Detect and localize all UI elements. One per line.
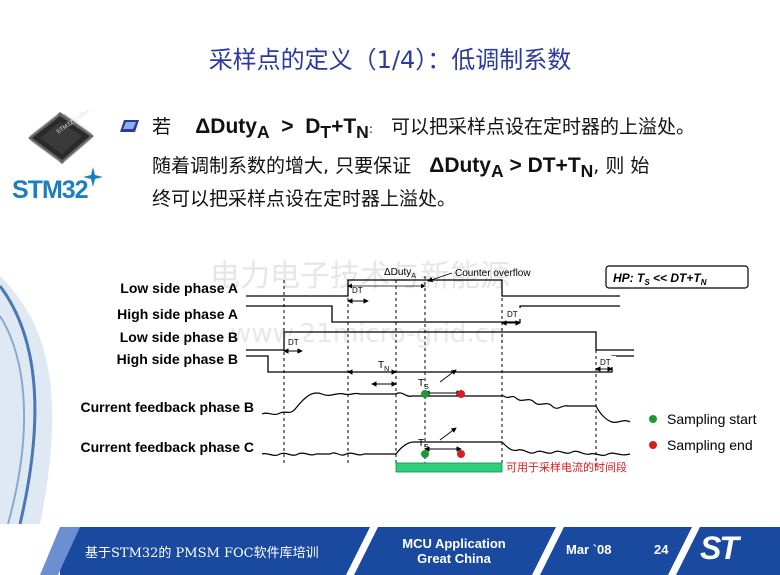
sampling-window-bar — [395, 462, 503, 473]
dt-markers: DT DT DT DT — [286, 284, 616, 367]
footer-bar — [0, 524, 780, 575]
stm32-logo-text: STM32 — [12, 176, 89, 204]
footer-date: Mar `08 — [566, 542, 612, 557]
legend-start-label: Sampling start — [667, 411, 757, 427]
sampling-start-point — [421, 450, 429, 458]
tn-label: TN — [378, 360, 389, 373]
svg-text:DT: DT — [507, 310, 518, 319]
footer-page-number: 24 — [654, 542, 669, 557]
ts-label: TS — [418, 378, 429, 391]
bullet-icon — [120, 120, 139, 132]
signal-label: Low side phase B — [120, 329, 238, 345]
legend-end-label: Sampling end — [667, 437, 753, 453]
waveform-high-b — [246, 355, 634, 373]
delta-duty-label: ΔDutyA — [384, 267, 416, 280]
signal-label: High side phase A — [117, 306, 238, 322]
decorative-swoosh — [0, 276, 53, 524]
sampling-end-point — [457, 390, 465, 398]
stm32-logo: STM32 — [12, 176, 89, 205]
svg-text:DT: DT — [288, 338, 299, 347]
hp-box — [605, 265, 749, 289]
sampling-start-point — [421, 390, 429, 398]
st-logo: ST — [700, 530, 739, 566]
signal-label: Current feedback phase B — [81, 399, 255, 415]
svg-text:DT: DT — [352, 286, 363, 295]
star-icon — [83, 167, 103, 187]
counter-overflow-label: Counter overflow — [455, 268, 531, 279]
guide-lines — [283, 276, 597, 466]
footer-course: 基于STM32的 PMSM FOC软件库培训 — [85, 546, 319, 561]
waveform-low-b — [246, 331, 634, 351]
bullet-text: 若 ΔDutyA > DT+TN: 可以把采样点设在定时器的上溢处。 随着调制系… — [120, 113, 752, 219]
sampling-window-label: 可用于采样电流的时间段 — [506, 460, 627, 474]
signal-label: Current feedback phase C — [81, 439, 255, 455]
legend-start-dot — [649, 415, 657, 423]
current-waveforms — [261, 392, 631, 457]
sampling-end-point — [457, 450, 465, 458]
svg-text:DT: DT — [600, 358, 611, 367]
waveform-high-a — [246, 305, 620, 323]
footer-dept: MCU Application Great China — [402, 536, 506, 566]
legend-end-dot — [649, 441, 657, 449]
stm32-chip-icon: STM32 Cortex — [28, 109, 94, 164]
signal-label: High side phase B — [117, 351, 238, 367]
waveform-low-a — [246, 279, 620, 297]
slide-title: 采样点的定义（1/4）：低调制系数 — [208, 46, 572, 74]
watermark-text-2: www.21micro-grid.cn — [230, 319, 505, 349]
hp-condition: HP: TS << DT+TN — [613, 271, 707, 287]
signal-label: Low side phase A — [120, 280, 238, 296]
bullet-paragraph-2: 随着调制系数的增大, 只要保证 ΔDutyA > DT+TN, 则 始 终可以把… — [152, 154, 650, 211]
timing-diagram: 电力电子技术与新能源 www.21micro-grid.cn Low side … — [0, 259, 757, 524]
bullet-paragraph-1: 若 ΔDutyA > DT+TN: 可以把采样点设在定时器的上溢处。 — [152, 115, 695, 143]
